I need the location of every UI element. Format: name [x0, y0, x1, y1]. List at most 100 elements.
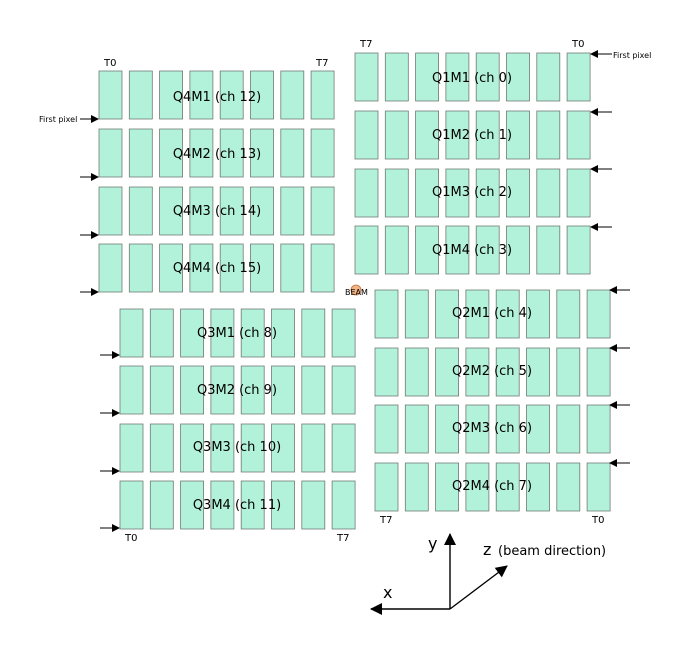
q4m1-pixel-cell [159, 70, 184, 120]
q1-t7-label: T7 [359, 39, 372, 50]
q3m1-pixel-cell [240, 308, 265, 358]
q3-t7-label: T7 [336, 533, 349, 544]
q3m2-pixel-cell [210, 365, 235, 415]
q4-t7-label: T7 [315, 58, 328, 69]
q2m3-pixel-cell [495, 404, 520, 454]
module-label-q3m3: Q3M3 (ch 10) [193, 440, 281, 455]
beam-marker [350, 284, 362, 296]
module-label-q1m3: Q1M3 (ch 2) [432, 185, 512, 200]
q1m1-pixel-cell [566, 52, 591, 102]
q2m2-pixel-cell [404, 347, 429, 397]
first-pixel-label-right: First pixel [613, 51, 651, 60]
q2m1-pixel-cell [586, 289, 611, 339]
z-axis-note: (beam direction) [498, 544, 606, 559]
q4m1-pixel-cell [189, 70, 214, 120]
q2m1-pixel-cell [556, 289, 581, 339]
q2m2-pixel-cell [495, 347, 520, 397]
q1m1-pixel-cell [384, 52, 409, 102]
q3m4-pixel-cell [271, 480, 295, 530]
z-axis-label: z [483, 540, 491, 559]
q1m3-pixel-cell [536, 168, 561, 218]
q1m1-pixel-cell [415, 52, 440, 102]
q2m4-pixel-cell [586, 462, 611, 512]
q3m4-pixel-cell [180, 480, 205, 530]
q4-t0-label: T0 [103, 58, 116, 69]
module-label-q3m2: Q3M2 (ch 9) [197, 383, 277, 398]
q2m2-pixel-cell [374, 347, 399, 397]
module-label-q2m3: Q2M3 (ch 6) [452, 421, 532, 436]
q2m4-pixel-cell [465, 462, 490, 512]
q2-t0-label: T0 [591, 515, 604, 526]
q4m2-pixel-cell [159, 128, 184, 178]
q1m3-pixel-cell [384, 168, 409, 218]
q4m2-pixel-cell [189, 128, 214, 178]
q2m3-pixel-cell [526, 404, 550, 454]
beam-label: BEAM [345, 288, 368, 297]
q3m1-pixel-cell [301, 308, 326, 358]
q4m4-pixel-cell [159, 243, 184, 293]
q4m2-pixel-cell [98, 128, 123, 178]
q3m2-pixel-cell [180, 365, 205, 415]
first-pixel-arrows [80, 50, 630, 532]
q3m1-pixel-cell [149, 308, 174, 358]
q2-t7-label: T7 [379, 515, 392, 526]
q4m4-pixel-cell [250, 243, 274, 293]
q4m4-pixel-cell [310, 243, 335, 293]
q2m4-pixel-cell [435, 462, 460, 512]
q3m1-pixel-cell [331, 308, 356, 358]
y-axis-label: y [428, 534, 437, 553]
q1m1-pixel-cell [354, 52, 379, 102]
q1m4-pixel-cell [475, 225, 500, 275]
q4m4-pixel-cell [219, 243, 244, 293]
q4m2-pixel-cell [280, 128, 305, 178]
q2m3-pixel-cell [374, 404, 399, 454]
q3m4-pixel-cell [240, 480, 265, 530]
q3m4-pixel-cell [210, 480, 235, 530]
q3m1-pixel-cell [180, 308, 205, 358]
q1m3-pixel-cell [506, 168, 530, 218]
q4m3-pixel-cell [128, 186, 153, 236]
q4m1-pixel-cell [250, 70, 274, 120]
q1m2-pixel-cell [566, 110, 591, 160]
q4m2-pixel-cell [250, 128, 274, 178]
q1m2-pixel-cell [445, 110, 470, 160]
q2m2-pixel-cell [586, 347, 611, 397]
q1m1-pixel-cell [506, 52, 530, 102]
q3m2-pixel-cell [119, 365, 144, 415]
q1m3-pixel-cell [415, 168, 440, 218]
q1m2-pixel-cell [384, 110, 409, 160]
q4m3-pixel-cell [159, 186, 184, 236]
q4m4-pixel-cell [128, 243, 153, 293]
q1m2-pixel-cell [415, 110, 440, 160]
q2m2-pixel-cell [526, 347, 550, 397]
q4m3-pixel-cell [98, 186, 123, 236]
q2m4-pixel-cell [374, 462, 399, 512]
module-label-q4m2: Q4M2 (ch 13) [173, 147, 261, 162]
q2m3-pixel-cell [465, 404, 490, 454]
q1m4-pixel-cell [506, 225, 530, 275]
q2m2-pixel-cell [465, 347, 490, 397]
q3m4-pixel-cell [119, 480, 144, 530]
q4m3-pixel-cell [280, 186, 305, 236]
q2m1-pixel-cell [435, 289, 460, 339]
q2m2-pixel-cell [435, 347, 460, 397]
q2m1-pixel-cell [404, 289, 429, 339]
q4m1-pixel-cell [128, 70, 153, 120]
q3m2-pixel-cell [271, 365, 295, 415]
module-label-q1m2: Q1M2 (ch 1) [432, 128, 512, 143]
module-label-q4m1: Q4M1 (ch 12) [173, 90, 261, 105]
q1m2-pixel-cell [506, 110, 530, 160]
q3m3-pixel-cell [331, 423, 356, 473]
q3m2-pixel-cell [149, 365, 174, 415]
q2m3-pixel-cell [435, 404, 460, 454]
q2m3-pixel-cell [556, 404, 581, 454]
module-label-q2m1: Q2M1 (ch 4) [452, 306, 532, 321]
module-label-q3m4: Q3M4 (ch 11) [193, 498, 281, 513]
q2m1-pixel-cell [495, 289, 520, 339]
q1m3-pixel-cell [445, 168, 470, 218]
q2m4-pixel-cell [556, 462, 581, 512]
q3m1-pixel-cell [271, 308, 295, 358]
q3-t0-label: T0 [124, 533, 137, 544]
q3m3-pixel-cell [119, 423, 144, 473]
q1m4-pixel-cell [445, 225, 470, 275]
